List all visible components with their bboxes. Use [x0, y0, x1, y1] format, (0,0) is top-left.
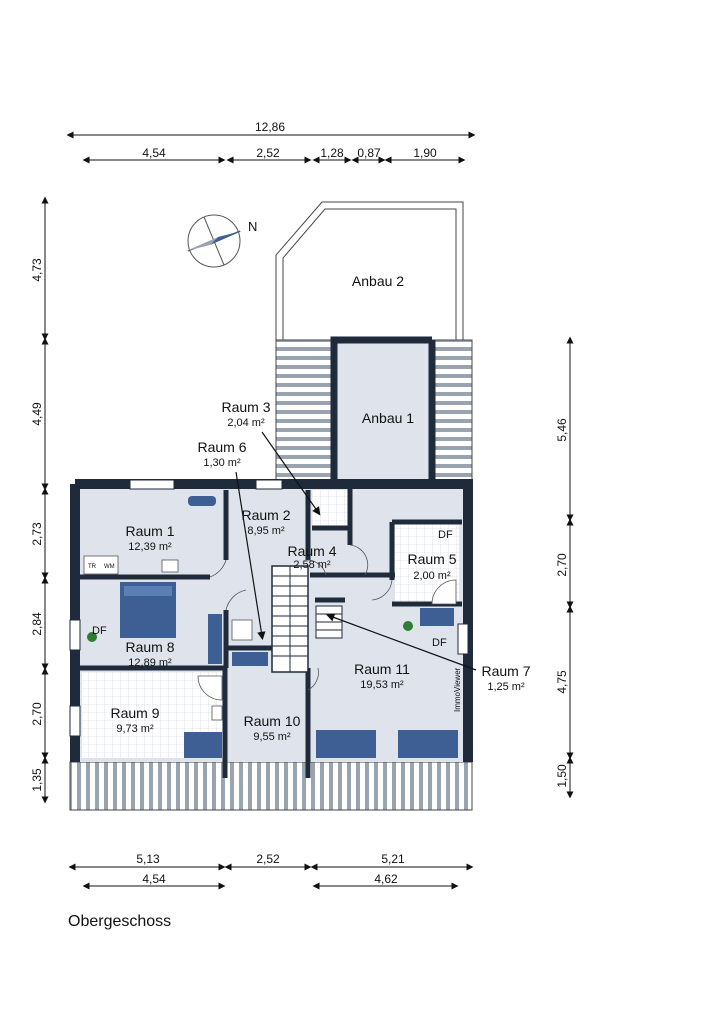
floor-caption: Obergeschoss [68, 913, 172, 930]
room-9-area: 9,73 m² [116, 723, 154, 735]
room-11-name: Raum 11 [354, 661, 410, 677]
dim-right-d: 1,50 [555, 764, 569, 788]
dim-bottom-d: 4,54 [142, 872, 166, 886]
dim-right-c: 4,75 [555, 670, 569, 694]
dim-left-a: 4,73 [30, 258, 44, 282]
small-stair [315, 605, 343, 639]
dim-bottom-b: 2,52 [256, 852, 280, 866]
room-6-name: Raum 6 [197, 439, 246, 455]
dim-left-b: 4,49 [30, 402, 44, 426]
dim-left-e: 2,70 [30, 702, 44, 726]
roof-slope-right-anbau [431, 339, 473, 489]
room-5-name: Raum 5 [407, 551, 456, 567]
raum-3-tiles [312, 490, 348, 526]
room-2-area: 8,95 m² [247, 525, 285, 537]
room-1-area: 12,39 m² [128, 541, 172, 553]
room-7-area: 1,25 m² [487, 681, 525, 693]
dim-top-3: 1,28 [320, 146, 344, 160]
dim-bottom-c: 5,21 [381, 852, 405, 866]
windows [69, 479, 469, 737]
room-3-name: Raum 3 [221, 399, 270, 415]
room-4-area: 2,58 m² [293, 559, 331, 571]
room-10-name: Raum 10 [244, 713, 301, 729]
room-11-area: 19,53 m² [360, 679, 404, 691]
wm-label: WM [104, 564, 115, 570]
dim-top-total: 12,86 [255, 120, 285, 134]
dim-left-f: 1,35 [30, 768, 44, 792]
dim-left-d: 2,84 [30, 612, 44, 636]
dim-left-c: 2,73 [30, 522, 44, 546]
room-5-area: 2,00 m² [413, 570, 451, 582]
anbau-1-floor [334, 340, 432, 482]
dim-bottom-a: 5,13 [136, 852, 160, 866]
compass-label: N [248, 219, 257, 234]
plant-icon [87, 621, 413, 642]
dim-top-1: 4,54 [142, 146, 166, 160]
dim-right-b: 2,70 [555, 553, 569, 577]
room-anbau-1-name: Anbau 1 [362, 410, 414, 426]
anbau-1-wall [330, 336, 432, 482]
dim-top-4: 0,87 [357, 146, 381, 160]
room-9-name: Raum 9 [110, 705, 159, 721]
room-1-name: Raum 1 [125, 523, 174, 539]
anbau-2-outline [275, 201, 464, 340]
room-8-name: Raum 8 [125, 639, 174, 655]
doors [209, 544, 393, 691]
roof-slope-left-anbau [275, 339, 333, 481]
room-4-name: Raum 4 [287, 543, 336, 559]
interior-walls [80, 484, 462, 778]
roof-slope-bottom [69, 761, 473, 811]
staircase [271, 565, 309, 673]
room-2-name: Raum 2 [241, 507, 290, 523]
room-10-area: 9,55 m² [253, 731, 291, 743]
room-7-name: Raum 7 [481, 663, 530, 679]
dim-right-a: 5,46 [555, 418, 569, 442]
furniture [83, 496, 458, 758]
df-label-raum-8: DF [92, 625, 107, 637]
watermark: ImmoViewer [453, 667, 462, 712]
room-8-area: 12,89 m² [128, 657, 172, 669]
room-3-area: 2,04 m² [227, 417, 265, 429]
dimensions-bottom [68, 863, 474, 890]
dim-bottom-e: 4,62 [374, 872, 398, 886]
tr-label: TR [88, 564, 97, 570]
compass-icon [186, 214, 242, 268]
df-label-raum-5: DF [438, 529, 453, 541]
room-anbau-2-name: Anbau 2 [352, 273, 404, 289]
leader-lines [235, 431, 477, 671]
room-6-area: 1,30 m² [203, 457, 241, 469]
dim-top-5: 1,90 [413, 146, 437, 160]
df-label-raum-11: DF [432, 637, 447, 649]
dim-top-2: 2,52 [256, 146, 280, 160]
dimensions-top [66, 131, 476, 164]
